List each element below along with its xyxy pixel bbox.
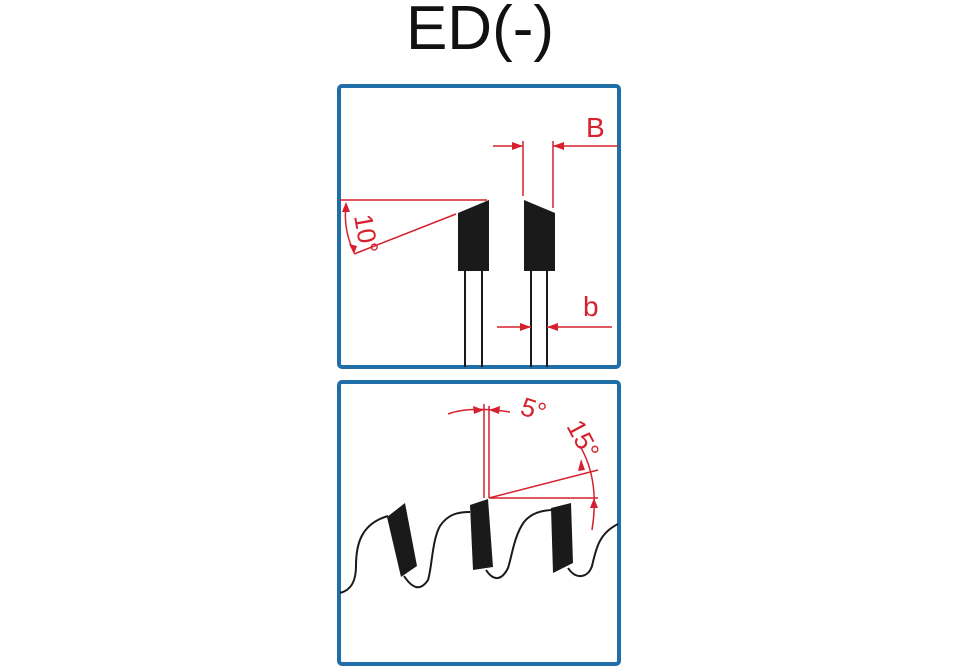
tooth-left [458, 200, 489, 271]
top-panel: 10° B b [337, 84, 621, 369]
bottom-panel: 5° 15° [337, 380, 621, 666]
bevel-angle-label: 10° [348, 212, 384, 256]
width-lower-label: b [583, 291, 599, 322]
width-upper-label: B [586, 112, 605, 143]
hook-angle-dimension [447, 404, 511, 498]
width-lower-dimension [497, 323, 612, 331]
tooth-side-1 [387, 503, 417, 577]
page-title: ED(-) [405, 0, 555, 63]
blade-profile [339, 509, 619, 594]
blade-shanks [464, 270, 548, 367]
clearance-angle-label: 15° [561, 415, 606, 464]
tooth-side-3 [551, 503, 573, 573]
tooth-right [524, 200, 555, 271]
top-panel-frame [337, 84, 621, 369]
bottom-panel-frame [337, 380, 621, 666]
width-upper-dimension [493, 141, 618, 208]
tooth-side-2 [470, 499, 493, 570]
hook-angle-label: 5° [517, 391, 550, 427]
clearance-angle-dimension [488, 445, 599, 531]
bevel-angle-dimension [340, 199, 487, 255]
